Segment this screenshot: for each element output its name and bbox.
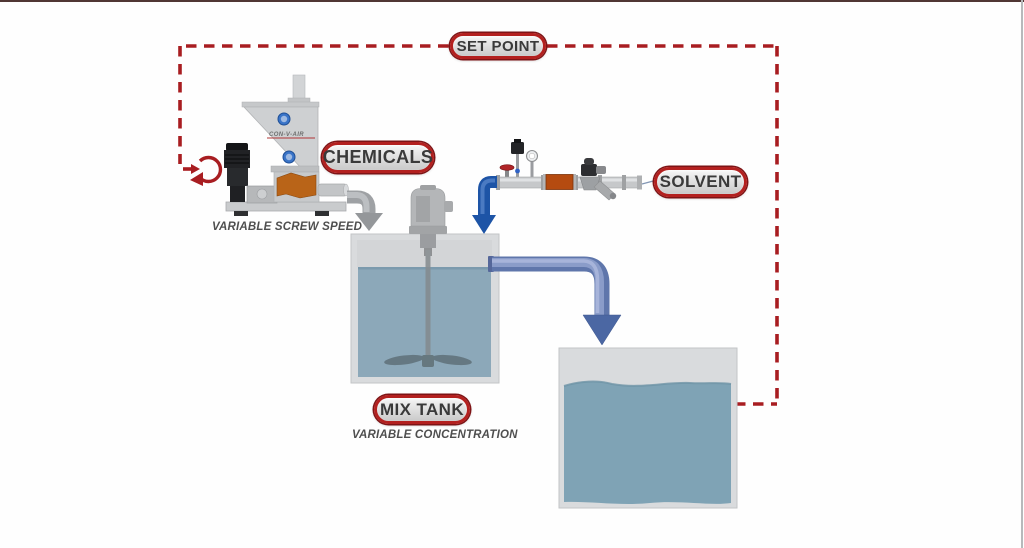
- pressure-gauge-icon: [525, 149, 539, 177]
- right-border: [1021, 0, 1023, 548]
- transfer-pipe: [488, 256, 622, 346]
- rotation-arrowhead: [190, 172, 203, 186]
- feeder-drive-motor: [224, 143, 250, 202]
- feeder-foot-left: [234, 211, 248, 216]
- feeder-hopper: CON-V-AIR: [241, 101, 320, 203]
- feeder-base-plate: [225, 201, 347, 212]
- rotation-arrow-icon: [190, 155, 223, 186]
- chemicals-flow-arrow: [347, 190, 383, 231]
- solvent-flow-arrow: [472, 176, 497, 234]
- flow-meter: [543, 174, 576, 190]
- feeder-foot-right: [315, 211, 329, 216]
- manual-valve-icon: [499, 164, 515, 178]
- agitator: [384, 185, 472, 367]
- solvent-label: SOLVENT: [654, 167, 747, 197]
- loop-arrowhead: [191, 164, 200, 174]
- variable-screw-speed-note: VARIABLE SCREW SPEED: [212, 221, 363, 233]
- agitator-impeller: [384, 354, 472, 367]
- mix-tank-label: MIX TANK: [374, 395, 470, 424]
- transfer-arrowhead: [582, 314, 622, 346]
- feeder-brand-text: CON-V-AIR: [269, 132, 304, 138]
- chemicals-label: CHEMICALS: [322, 142, 434, 173]
- transmitter-icon: [511, 139, 524, 177]
- y-strainer-icon: [593, 180, 617, 201]
- solvent-pipe-assembly: [495, 139, 658, 201]
- mix-tank: [350, 185, 500, 384]
- rotation-arc: [198, 155, 223, 184]
- set-point-label: SET POINT: [450, 33, 546, 59]
- feeder-gearbox: [246, 185, 278, 204]
- top-border: [0, 0, 1024, 2]
- variable-concentration-note: VARIABLE CONCENTRATION: [352, 429, 518, 441]
- feeder-material: [276, 172, 317, 199]
- feeder-discharge-tube: [317, 183, 349, 197]
- agitator-mount: [409, 226, 447, 234]
- storage-tank-liquid: [564, 381, 731, 504]
- set-point-control-loop: [178, 44, 779, 406]
- pipe-end-cap: [637, 175, 642, 190]
- feeder-inlet-tube: [287, 74, 311, 104]
- storage-tank: [558, 347, 738, 509]
- screw-feeder: CON-V-AIR: [224, 74, 349, 216]
